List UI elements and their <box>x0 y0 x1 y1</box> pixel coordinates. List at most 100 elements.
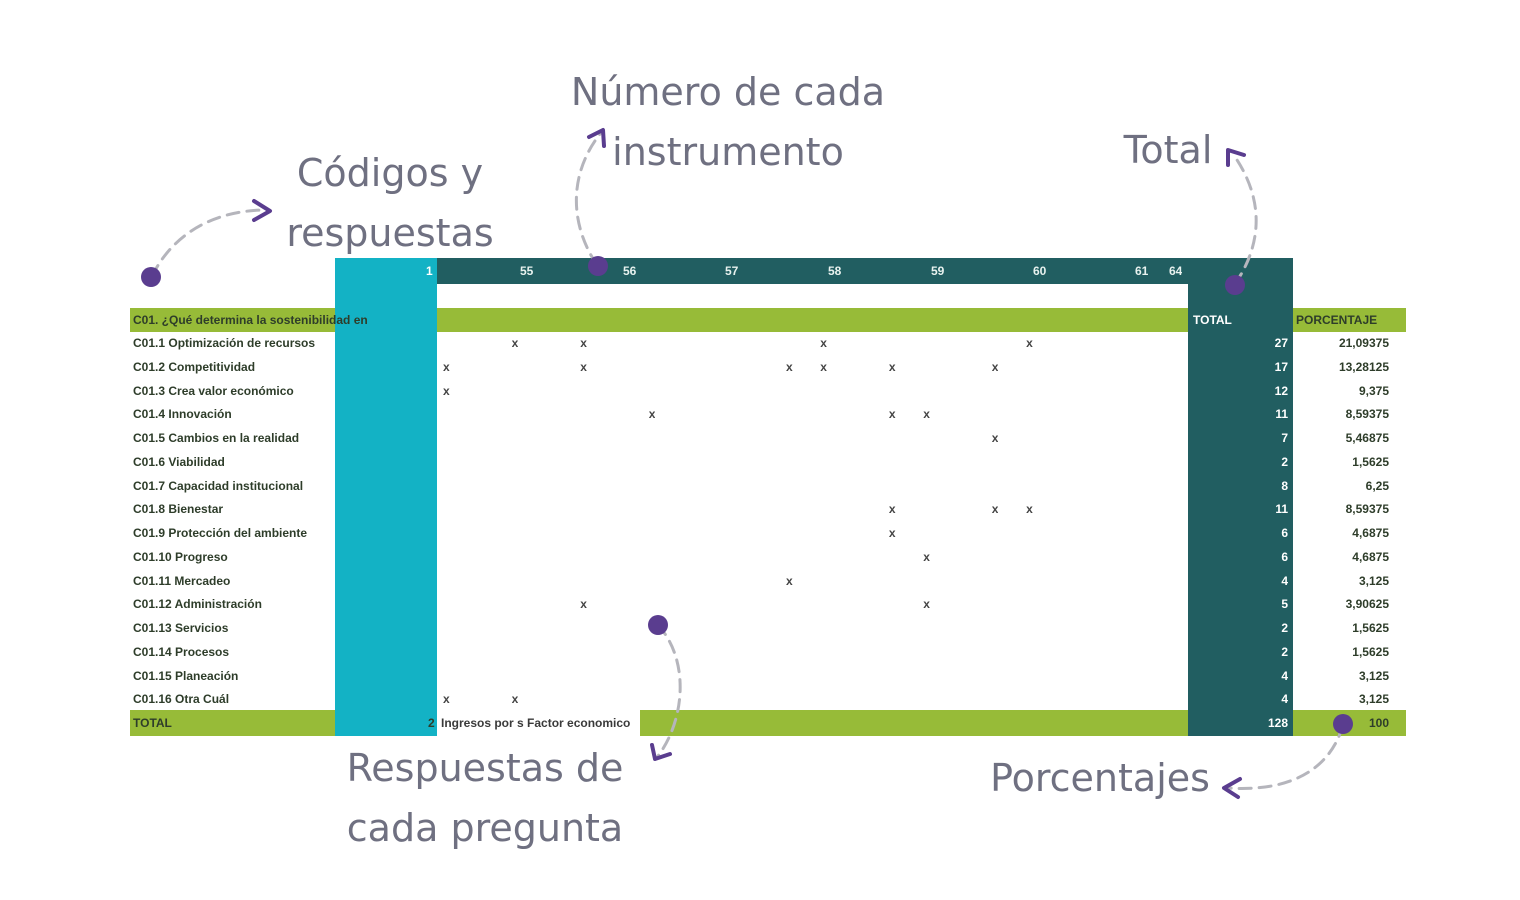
sheet-tab[interactable]: Ingresos por s Factor economico <box>437 710 640 736</box>
callout-total: Total <box>1108 120 1228 180</box>
percent-header: PORCENTAJE <box>1296 313 1378 327</box>
row-percent: 4,6875 <box>1352 549 1389 564</box>
codes-column-band <box>335 258 437 736</box>
callout-respuestas-line2: cada pregunta <box>346 806 624 850</box>
row-percent: 3,125 <box>1358 692 1389 707</box>
response-mark: x <box>580 336 587 350</box>
response-mark: x <box>888 407 896 422</box>
row-label: C01.6 Viabilidad <box>133 454 225 469</box>
response-mark: x <box>991 502 999 517</box>
callout-numero-line2: instrumento <box>612 130 844 174</box>
row-label: C01.2 Competitividad <box>133 359 256 374</box>
response-mark: x <box>1026 502 1033 517</box>
callout-numero-line1: Número de cada <box>570 70 886 114</box>
question-header: C01. ¿Qué determina la sostenibilidad en <box>133 313 368 327</box>
question-header-row-left <box>130 308 335 332</box>
response-mark: x <box>580 359 587 374</box>
instrument-number-1: 56 <box>623 264 637 278</box>
row-percent: 1,5625 <box>1352 454 1389 469</box>
footer-row-mid <box>640 710 1188 736</box>
row-percent: 1,5625 <box>1352 644 1389 659</box>
row-total: 12 <box>1274 383 1288 398</box>
response-mark: x <box>648 407 656 422</box>
callout-numero: Número de cada instrumento <box>568 62 888 182</box>
callout-codigos-line2: respuestas <box>286 211 494 255</box>
row-label: C01.9 Protección del ambiente <box>133 526 308 540</box>
row-total: 4 <box>1281 668 1288 683</box>
row-percent: 21,09375 <box>1338 336 1389 350</box>
response-mark: x <box>786 573 793 588</box>
callout-porcentajes-line1: Porcentajes <box>990 756 1210 800</box>
instrument-number-2: 57 <box>725 264 739 278</box>
row-total: 11 <box>1275 407 1288 422</box>
row-label: C01.1 Optimización de recursos <box>133 336 316 350</box>
row-percent: 13,28125 <box>1338 359 1389 374</box>
row-total: 4 <box>1281 692 1288 707</box>
footer-first: 2 <box>428 716 435 730</box>
response-mark: x <box>888 502 896 517</box>
row-percent: 3,90625 <box>1345 597 1389 612</box>
row-total: 7 <box>1281 431 1288 445</box>
response-mark: x <box>923 407 930 422</box>
row-label: C01.14 Procesos <box>133 644 230 659</box>
arrowhead-respuestas <box>650 743 672 761</box>
arrowhead-total <box>1226 148 1246 167</box>
footer-label: TOTAL <box>133 716 172 730</box>
response-mark: x <box>511 336 519 350</box>
row-percent: 8,59375 <box>1345 407 1389 422</box>
row-total: 17 <box>1274 359 1288 374</box>
total-column-band <box>1188 258 1293 736</box>
callout-codigos-line1: Códigos y <box>296 151 484 195</box>
row-label: C01.13 Servicios <box>133 621 229 635</box>
row-total: 4 <box>1281 573 1288 588</box>
response-mark: x <box>786 359 793 374</box>
response-mark: x <box>888 359 896 374</box>
row-label: C01.15 Planeación <box>133 668 239 683</box>
row-total: 11 <box>1275 502 1288 517</box>
row-total: 2 <box>1281 454 1288 469</box>
response-mark: x <box>991 359 999 374</box>
total-header: TOTAL <box>1193 313 1232 327</box>
response-mark: x <box>820 359 827 374</box>
row-total: 6 <box>1281 549 1288 564</box>
question-header-row-mid <box>437 308 1188 332</box>
row-percent: 3,125 <box>1358 668 1389 683</box>
instrument-number-0: 55 <box>520 264 534 278</box>
row-total: 2 <box>1281 621 1288 635</box>
row-percent: 3,125 <box>1358 573 1389 588</box>
percent-header-cell <box>1293 308 1406 332</box>
row-label: C01.3 Crea valor económico <box>133 383 294 398</box>
response-mark: x <box>923 549 930 564</box>
response-mark: x <box>511 692 519 707</box>
row-total: 2 <box>1281 644 1288 659</box>
row-label: C01.4 Innovación <box>133 407 232 422</box>
row-total: 8 <box>1281 478 1288 493</box>
response-mark: x <box>443 692 450 707</box>
row-percent: 6,25 <box>1365 478 1389 493</box>
codigos-connector <box>150 208 264 278</box>
response-mark: x <box>443 383 450 398</box>
row-percent: 8,59375 <box>1345 502 1389 517</box>
footer-percent: 100 <box>1368 716 1389 730</box>
response-mark: x <box>820 336 827 350</box>
respuestas-connector <box>656 623 682 758</box>
row-percent: 5,46875 <box>1345 431 1389 445</box>
response-mark: x <box>580 597 587 612</box>
instrument-number-4: 59 <box>931 264 945 278</box>
footer-row-left <box>130 710 335 736</box>
row-total: 5 <box>1281 597 1288 612</box>
row-label: C01.8 Bienestar <box>133 502 224 517</box>
instrument-number-5: 60 <box>1033 264 1047 278</box>
dot-respuestas <box>648 615 668 635</box>
row-label: C01.16 Otra Cuál <box>133 692 230 707</box>
callout-codigos: Códigos y respuestas <box>250 143 530 263</box>
row-percent: 9,375 <box>1358 383 1389 398</box>
instrument-number-6: 61 <box>1135 264 1149 278</box>
row-percent: 1,5625 <box>1352 621 1389 635</box>
callout-respuestas-line1: Respuestas de <box>346 746 624 790</box>
row-label: C01.12 Administración <box>133 597 262 612</box>
response-mark: x <box>991 431 999 445</box>
first-col-header: 1 <box>426 264 433 278</box>
row-label: C01.7 Capacidad institucional <box>133 478 304 493</box>
response-mark: x <box>443 359 450 374</box>
